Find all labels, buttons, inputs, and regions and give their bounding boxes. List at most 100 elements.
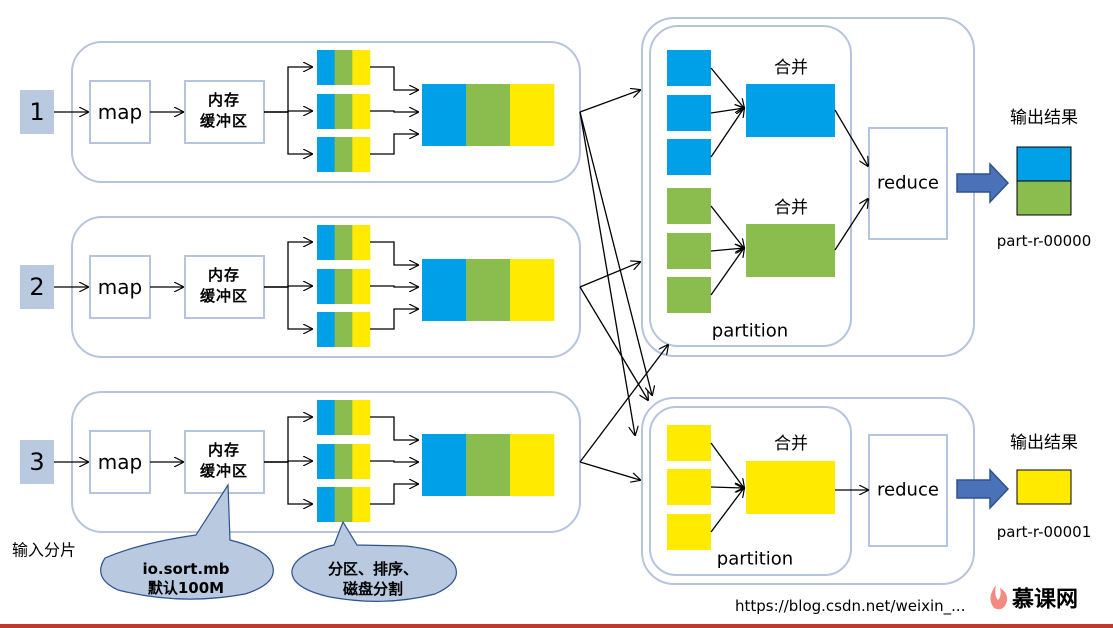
shuffle-block-yellow	[667, 425, 711, 461]
spill-file-segment	[352, 444, 371, 479]
merge-to-reduce-arrow	[834, 109, 868, 166]
merged-map-output-segment	[422, 434, 467, 496]
spill-file	[317, 312, 371, 347]
spill-to-merged-arrow	[370, 66, 418, 90]
merged-map-output-segment	[466, 84, 511, 146]
buffer-label-line2: 缓冲区	[200, 462, 248, 480]
map-box	[89, 80, 151, 144]
spill-file	[317, 137, 371, 172]
spill-file	[317, 400, 371, 435]
shuffle-block-blue	[667, 95, 711, 131]
shuffle-to-merge-arrow	[710, 67, 744, 108]
spill-file-segment	[317, 94, 335, 129]
reduce-box-2	[868, 434, 948, 547]
spill-file-segment	[317, 137, 335, 172]
partition-label: partition	[717, 549, 793, 570]
spill-to-merged-arrow	[370, 309, 418, 330]
output-file-green	[1016, 180, 1072, 216]
callout-spill-line1: 分区、排序、	[328, 560, 418, 578]
spill-to-merged-arrow	[370, 416, 418, 440]
shuffle-arrow	[579, 90, 640, 113]
shuffle-block-green	[667, 233, 711, 269]
spill-file-segment	[317, 487, 335, 522]
buffer-label-line2: 缓冲区	[200, 287, 248, 305]
buffer-label-line1: 内存	[208, 91, 240, 109]
shuffle-arrow	[579, 286, 648, 400]
map-label: map	[98, 450, 142, 474]
merged-partition-blue	[746, 84, 835, 137]
spill-file-segment	[334, 50, 353, 85]
map-label: map	[98, 100, 142, 124]
spill-file-segment	[334, 269, 353, 304]
merged-partition-green	[746, 224, 835, 277]
output-title-2: 输出结果	[1010, 433, 1078, 453]
spill-file-segment	[352, 312, 371, 347]
merged-map-output	[422, 84, 555, 146]
input-split-box	[20, 440, 54, 484]
merge-label: 合并	[774, 198, 808, 218]
input-split-caption: 输入分片	[12, 541, 76, 560]
spill-to-merged-arrow	[370, 484, 418, 505]
input-split-number: 1	[29, 98, 44, 126]
callout-spill	[291, 520, 457, 602]
output-arrow-2	[956, 468, 1010, 510]
shuffle-block-yellow	[667, 469, 711, 505]
spill-file-segment	[334, 400, 353, 435]
shuffle-to-merge-arrow	[710, 442, 744, 488]
spill-file-segment	[334, 487, 353, 522]
shuffle-to-merge-arrow	[710, 205, 744, 248]
spill-to-merged-arrow	[370, 134, 418, 155]
spill-file-segment	[352, 487, 371, 522]
spill-file	[317, 269, 371, 304]
spill-to-merged-arrow	[370, 461, 418, 462]
shuffle-to-merge-arrow	[710, 488, 744, 533]
watermark-url: https://blog.csdn.net/weixin_...	[735, 597, 965, 616]
buffer-label-line2: 缓冲区	[200, 112, 248, 130]
shuffle-arrow	[579, 461, 640, 480]
spill-file	[317, 444, 371, 479]
buffer-to-spill-arrow	[264, 461, 312, 504]
map-label: map	[98, 275, 142, 299]
callout-sort-mb-line2: 默认100M	[148, 579, 224, 597]
spill-file-segment	[317, 444, 335, 479]
logo-text: 慕课网	[1011, 588, 1078, 613]
reduce-box-1	[868, 127, 948, 240]
merge-label: 合并	[774, 434, 808, 454]
reduce-label-2: reduce	[877, 480, 939, 501]
merge-label: 合并	[774, 58, 808, 78]
spill-file-segment	[352, 400, 371, 435]
output-title-1: 输出结果	[1010, 108, 1078, 128]
spill-file-segment	[334, 444, 353, 479]
buffer-to-spill-arrow	[264, 286, 312, 329]
spill-file-segment	[334, 137, 353, 172]
merged-map-output-segment	[510, 84, 555, 146]
shuffle-block-green	[667, 277, 711, 313]
merged-map-output-segment	[510, 259, 555, 321]
spill-file-segment	[317, 269, 335, 304]
reduce-label-1: reduce	[877, 173, 939, 194]
shuffle-arrow	[579, 111, 652, 395]
buffer-to-spill-arrow	[264, 111, 312, 154]
input-split-number: 3	[29, 448, 44, 476]
spill-file-segment	[317, 50, 335, 85]
output-file-blue	[1016, 146, 1072, 182]
output-file-name-1: part-r-00000	[997, 232, 1092, 250]
merged-map-output-segment	[466, 434, 511, 496]
shuffle-to-merge-arrow	[710, 248, 744, 296]
shuffle-block-blue	[667, 139, 711, 175]
callout-sort-mb	[100, 483, 274, 600]
spill-to-merged-arrow	[370, 241, 418, 265]
bottom-accent-bar	[0, 624, 1113, 628]
shuffle-arrow	[579, 345, 668, 463]
buffer-box	[184, 430, 265, 494]
merge-to-reduce-arrow	[834, 199, 868, 251]
merged-map-output-segment	[466, 259, 511, 321]
partition-label: partition	[712, 321, 788, 342]
buffer-box	[184, 255, 265, 319]
spill-file-segment	[317, 225, 335, 260]
shuffle-block-blue	[667, 50, 711, 86]
callout-sort-mb-line1: io.sort.mb	[142, 560, 229, 578]
merged-map-output-segment	[510, 434, 555, 496]
spill-file-segment	[334, 225, 353, 260]
